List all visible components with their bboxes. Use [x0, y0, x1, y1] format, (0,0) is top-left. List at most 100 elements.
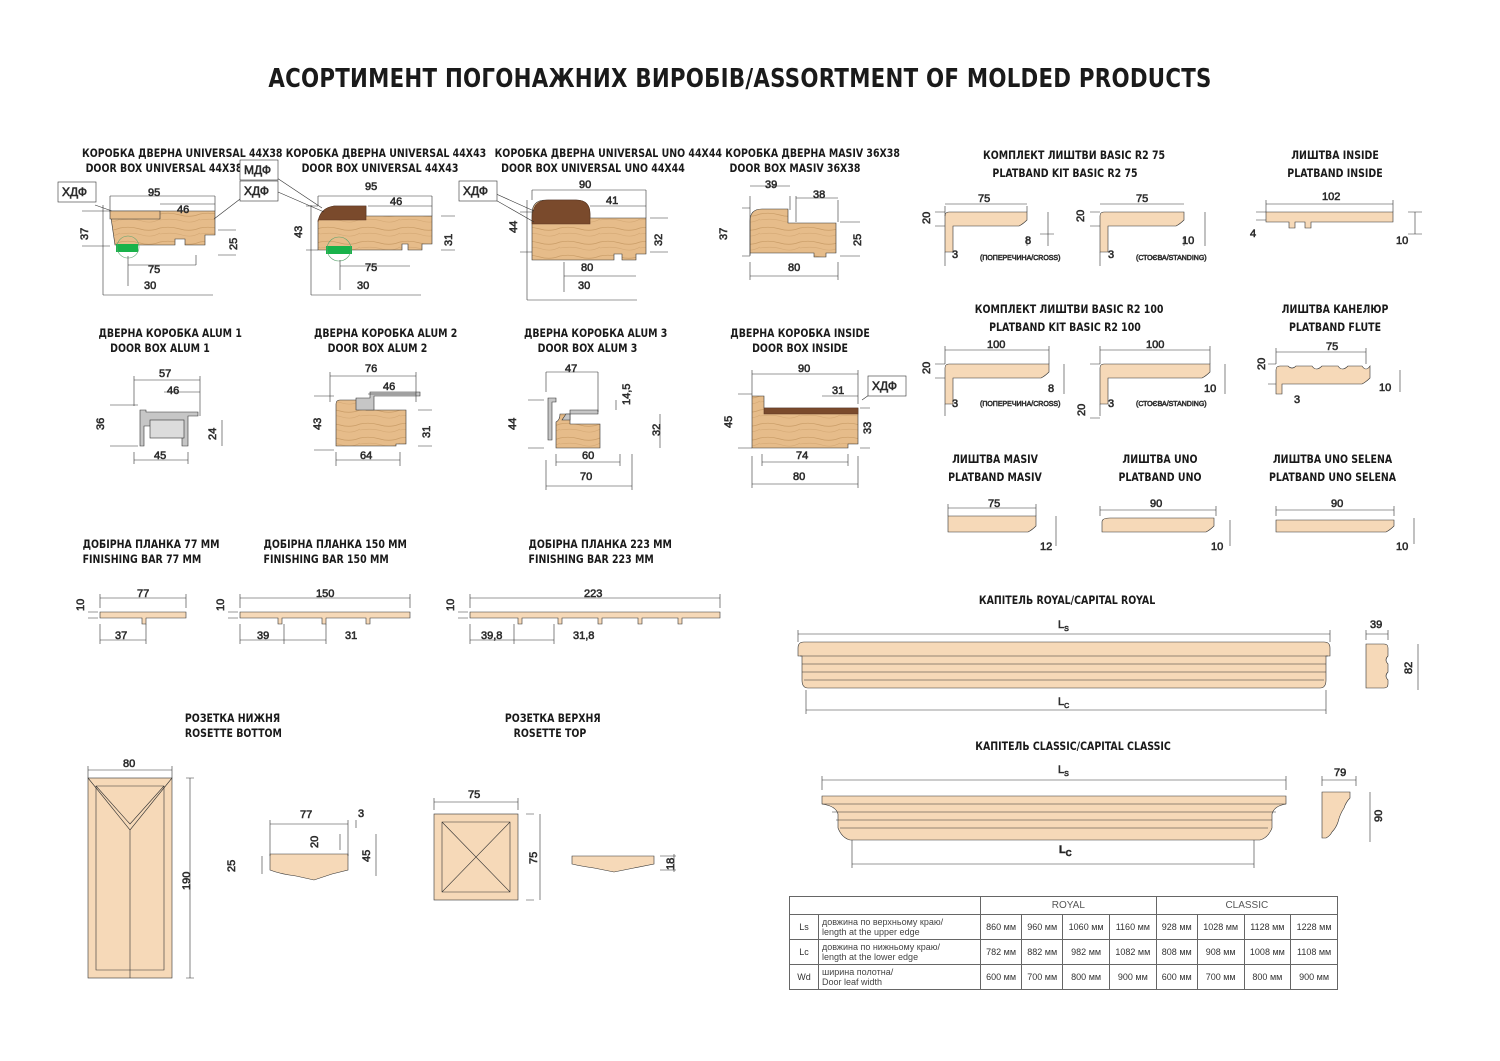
- svg-text:64: 64: [360, 450, 372, 462]
- svg-text:45: 45: [361, 850, 373, 862]
- svg-text:45: 45: [723, 416, 735, 428]
- svg-text:39: 39: [765, 179, 777, 191]
- svg-text:75: 75: [988, 498, 1000, 510]
- svg-text:LC: LC: [1059, 844, 1072, 858]
- svg-text:18: 18: [665, 858, 677, 870]
- label-capital-classic: КАПІТЕЛЬ CLASSIC/CAPITAL CLASSIC: [975, 739, 1171, 753]
- svg-text:77: 77: [137, 588, 149, 600]
- svg-text:75: 75: [1326, 341, 1338, 353]
- svg-text:46: 46: [390, 196, 402, 208]
- svg-text:41: 41: [606, 195, 618, 207]
- svg-text:32: 32: [651, 424, 663, 436]
- tag-hdf-1: ХДФ: [62, 185, 87, 199]
- profile-alum3: [528, 371, 661, 490]
- svg-text:20: 20: [1075, 210, 1087, 222]
- svg-text:75: 75: [528, 852, 540, 864]
- svg-text:31: 31: [345, 630, 357, 642]
- svg-text:43: 43: [312, 418, 324, 430]
- svg-text:80: 80: [793, 471, 805, 483]
- capital-classic-section: [1321, 776, 1371, 842]
- svg-text:75: 75: [1136, 193, 1148, 205]
- svg-text:46: 46: [177, 204, 189, 216]
- profile-bar-223: [458, 594, 721, 644]
- svg-text:LC: LC: [1058, 696, 1069, 710]
- group-classic: CLASSIC: [1155, 896, 1339, 915]
- symbol-ls: Ls: [789, 914, 819, 940]
- capital-spec-table: ROYAL CLASSIC Ls довжина по верхньому кр…: [789, 896, 1339, 990]
- svg-text:30: 30: [144, 280, 156, 292]
- profile-box-universal-44x43: [239, 159, 455, 296]
- svg-text:8: 8: [1025, 235, 1031, 247]
- svg-text:25: 25: [852, 234, 864, 246]
- svg-text:25: 25: [228, 238, 240, 250]
- svg-text:30: 30: [357, 280, 369, 292]
- svg-text:46: 46: [167, 385, 179, 397]
- svg-text:90: 90: [798, 363, 810, 375]
- svg-text:37: 37: [115, 630, 127, 642]
- table-row: Wd ширина полотна/Door leaf width 600 мм…: [789, 964, 1338, 990]
- rosette-bottom: [87, 766, 194, 979]
- green-seal-icon: [326, 246, 352, 254]
- profile-platband-flute: [1268, 348, 1401, 395]
- svg-text:20: 20: [1256, 358, 1268, 370]
- profile-box-inside: [738, 370, 907, 488]
- profile-box-masiv: [742, 185, 860, 280]
- hdf-tag: [239, 180, 279, 202]
- svg-text:36: 36: [95, 418, 107, 430]
- svg-text:82: 82: [1403, 662, 1415, 674]
- svg-text:74: 74: [796, 450, 808, 462]
- profile-bar-150: [228, 594, 411, 644]
- svg-text:90: 90: [1373, 810, 1385, 822]
- svg-text:39,8: 39,8: [481, 630, 502, 642]
- tag-hdf-2: ХДФ: [244, 184, 269, 198]
- svg-text:LS: LS: [1058, 619, 1069, 633]
- svg-text:4: 4: [1250, 228, 1256, 240]
- svg-text:31: 31: [832, 385, 844, 397]
- symbol-wd: Wd: [789, 964, 819, 990]
- svg-text:3: 3: [1108, 398, 1114, 410]
- svg-text:37: 37: [79, 228, 91, 240]
- svg-text:20: 20: [921, 362, 933, 374]
- svg-text:LS: LS: [1058, 764, 1069, 778]
- svg-text:45: 45: [154, 450, 166, 462]
- svg-text:31,8: 31,8: [573, 630, 594, 642]
- svg-text:14,5: 14,5: [621, 384, 633, 405]
- svg-text:10: 10: [1182, 235, 1194, 247]
- svg-text:3: 3: [952, 398, 958, 410]
- svg-text:75: 75: [148, 264, 160, 276]
- table-row: Ls довжина по верхньому краю/length at t…: [789, 914, 1338, 940]
- svg-text:3: 3: [358, 808, 364, 820]
- tag-hdf-4: ХДФ: [872, 379, 897, 393]
- svg-text:80: 80: [123, 758, 135, 770]
- capital-royal-section: [1365, 630, 1419, 690]
- svg-text:20: 20: [921, 212, 933, 224]
- svg-text:32: 32: [653, 234, 665, 246]
- profile-kit-r2-75-standing: [1090, 203, 1206, 266]
- svg-text:70: 70: [580, 471, 592, 483]
- svg-text:44: 44: [508, 221, 520, 233]
- svg-text:80: 80: [788, 262, 800, 274]
- svg-text:10: 10: [75, 599, 87, 611]
- green-seal-icon: [116, 244, 138, 252]
- table-row: Lc довжина по нижньому краю/length at th…: [789, 939, 1338, 965]
- svg-text:10: 10: [215, 599, 227, 611]
- svg-text:24: 24: [207, 428, 219, 440]
- profile-alum2: [314, 372, 432, 466]
- label-capital-royal: КАПІТЕЛЬ ROYAL/CAPITAL ROYAL: [978, 593, 1156, 607]
- tag-mdf: МДФ: [244, 163, 271, 177]
